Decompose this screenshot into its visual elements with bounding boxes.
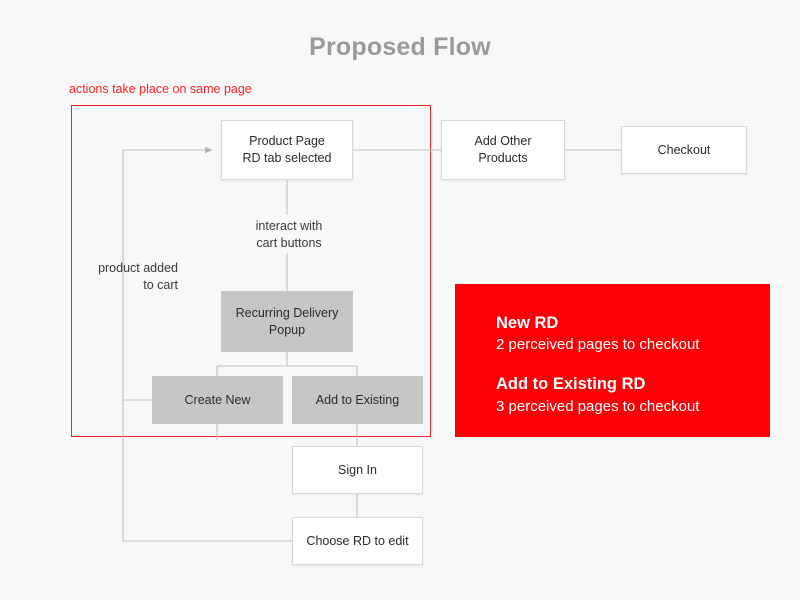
legend-panel: New RD 2 perceived pages to checkout Add… bbox=[455, 284, 770, 437]
node-rd-popup-line1: Recurring Delivery bbox=[235, 305, 339, 320]
edge-label-interact-line2: cart buttons bbox=[256, 235, 322, 250]
same-page-annotation-label: actions take place on same page bbox=[69, 82, 252, 96]
legend-entry-title-add-to-existing-rd: Add to Existing RD bbox=[496, 375, 646, 394]
node-add-other-line2: Products bbox=[478, 151, 528, 165]
edge-label-interact-line1: interact with bbox=[255, 219, 323, 233]
edge-createnew-loop-to-productpage bbox=[122, 146, 213, 401]
edge-label-interact-with-cart-buttons: interact with cart buttons bbox=[239, 218, 339, 252]
legend-entry-subtitle-add-to-existing-rd: 3 perceived pages to checkout bbox=[496, 397, 700, 415]
node-product-page-line2: RD tab selected bbox=[242, 151, 332, 165]
node-rd-popup-line2: Popup bbox=[268, 322, 306, 337]
node-sign-in[interactable]: Sign In bbox=[292, 446, 423, 494]
node-product-page[interactable]: Product Page RD tab selected bbox=[221, 120, 353, 180]
edge-left-rail-to-chooserd bbox=[122, 400, 292, 542]
node-add-other-products-label: Add Other Products bbox=[475, 133, 532, 167]
node-create-new[interactable]: Create New bbox=[152, 376, 283, 424]
node-recurring-delivery-popup[interactable]: Recurring Delivery Popup bbox=[221, 291, 353, 352]
legend-entry-subtitle-new-rd: 2 perceived pages to checkout bbox=[496, 336, 700, 354]
node-product-page-line1: Product Page bbox=[249, 134, 325, 149]
node-product-page-label: Product Page RD tab selected bbox=[243, 133, 332, 167]
node-choose-rd-to-edit[interactable]: Choose RD to edit bbox=[292, 517, 423, 565]
legend-entry-title-new-rd: New RD bbox=[496, 314, 559, 332]
edge-label-product-added-to-cart: product added to cart bbox=[68, 260, 178, 294]
page-title: Proposed Flow bbox=[309, 33, 491, 61]
node-add-to-existing[interactable]: Add to Existing bbox=[292, 376, 423, 424]
node-add-other-line1: Add Other bbox=[474, 134, 532, 149]
node-rd-popup-label: Recurring Delivery Popup bbox=[236, 305, 339, 339]
same-page-region-outline bbox=[71, 105, 431, 437]
edge-label-product-added-line2: to cart bbox=[143, 277, 178, 292]
node-checkout[interactable]: Checkout bbox=[621, 126, 747, 174]
node-add-other-products[interactable]: Add Other Products bbox=[441, 120, 565, 180]
edge-label-product-added-line1: product added bbox=[98, 261, 178, 275]
